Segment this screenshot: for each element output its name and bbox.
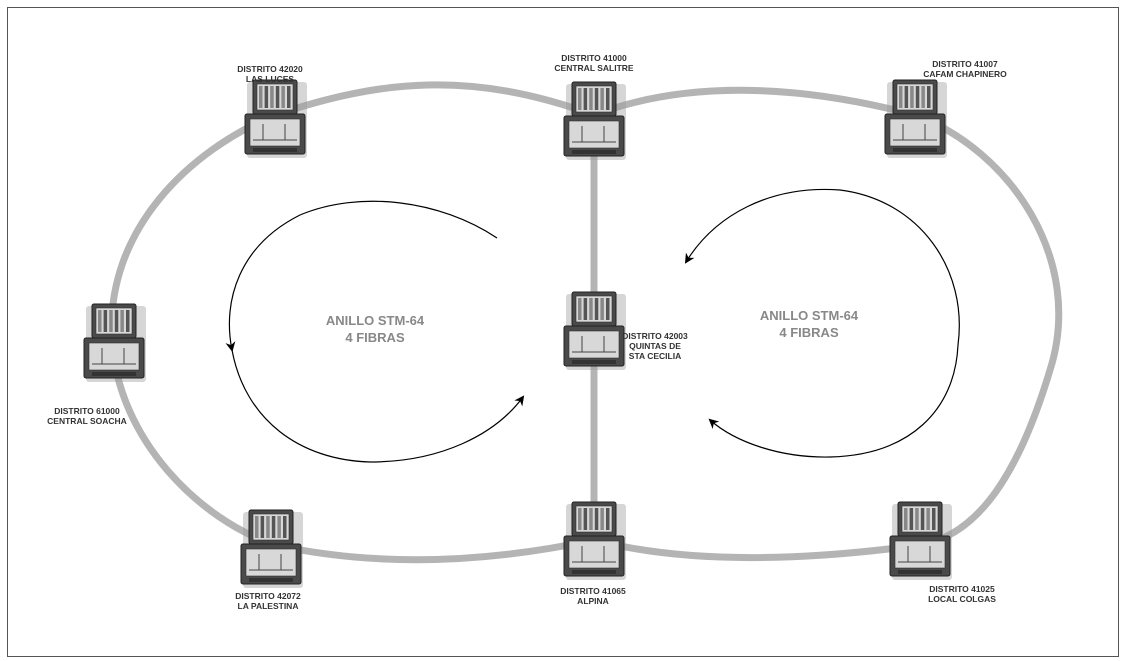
ring-label-left: ANILLO STM-64 4 FIBRAS <box>326 312 424 346</box>
node-label-las-luces: DISTRITO 42020 LAS LUCES <box>237 64 303 84</box>
node-central-soacha-line2: CENTRAL SOACHA <box>47 416 127 426</box>
node-label-central-salitre: DISTRITO 41000 CENTRAL SALITRE <box>554 53 633 73</box>
node-quintas-line1: DISTRITO 42003 <box>622 331 688 341</box>
node-local-colgas-line2: LOCAL COLGAS <box>928 594 996 604</box>
device-alpina <box>563 501 626 580</box>
node-alpina-line1: DISTRITO 41065 <box>560 586 626 596</box>
node-quintas-line2: QUINTAS DE <box>629 341 681 351</box>
node-central-salitre-line2: CENTRAL SALITRE <box>554 63 634 73</box>
device-local-colgas <box>889 501 952 580</box>
ring-arrows <box>225 188 960 463</box>
device-la-palestina <box>240 509 303 588</box>
node-label-quintas: DISTRITO 42003 QUINTAS DE STA CECILIA <box>622 331 688 361</box>
device-central-salitre <box>563 81 626 160</box>
node-local-colgas-line1: DISTRITO 41025 <box>929 584 995 594</box>
node-las-luces-line2: LAS LUCES <box>245 74 295 84</box>
node-alpina-line2: ALPINA <box>577 596 609 606</box>
node-label-alpina: DISTRITO 41065 ALPINA <box>560 586 626 606</box>
ring-left-line1: ANILLO STM-64 <box>325 313 425 328</box>
node-label-la-palestina: DISTRITO 42072 LA PALESTINA <box>235 591 301 611</box>
ring-right-line1: ANILLO STM-64 <box>759 308 859 323</box>
node-central-salitre-line1: DISTRITO 41000 <box>561 53 627 63</box>
device-cafam-chapinero <box>884 79 947 158</box>
node-quintas-line3: STA CECILIA <box>628 351 682 361</box>
node-label-cafam-chapinero: DISTRITO 41007 CAFAM CHAPINERO <box>923 59 1007 79</box>
arrow-left-top <box>225 200 498 352</box>
device-central-soacha <box>83 303 146 382</box>
node-la-palestina-line1: DISTRITO 42072 <box>235 591 301 601</box>
node-cafam-chapinero-line2: CAFAM CHAPINERO <box>923 69 1007 79</box>
arrow-left-bottom <box>231 349 525 463</box>
node-las-luces-line1: DISTRITO 42020 <box>237 64 303 74</box>
fiber-right-ring <box>590 86 1063 561</box>
device-quintas <box>563 291 626 370</box>
node-label-central-soacha: DISTRITO 61000 CENTRAL SOACHA <box>47 406 127 426</box>
ring-right-line2: 4 FIBRAS <box>779 325 839 340</box>
node-label-local-colgas: DISTRITO 41025 LOCAL COLGAS <box>928 584 996 604</box>
arrow-right-bottom <box>708 344 959 458</box>
ring-left-line2: 4 FIBRAS <box>345 330 405 345</box>
ring-label-right: ANILLO STM-64 4 FIBRAS <box>760 307 858 341</box>
node-central-soacha-line1: DISTRITO 61000 <box>54 406 120 416</box>
node-la-palestina-line2: LA PALESTINA <box>237 601 299 611</box>
device-las-luces <box>244 79 307 158</box>
arrow-right-top <box>684 188 960 346</box>
devices <box>83 79 952 588</box>
node-cafam-chapinero-line1: DISTRITO 41007 <box>932 59 998 69</box>
